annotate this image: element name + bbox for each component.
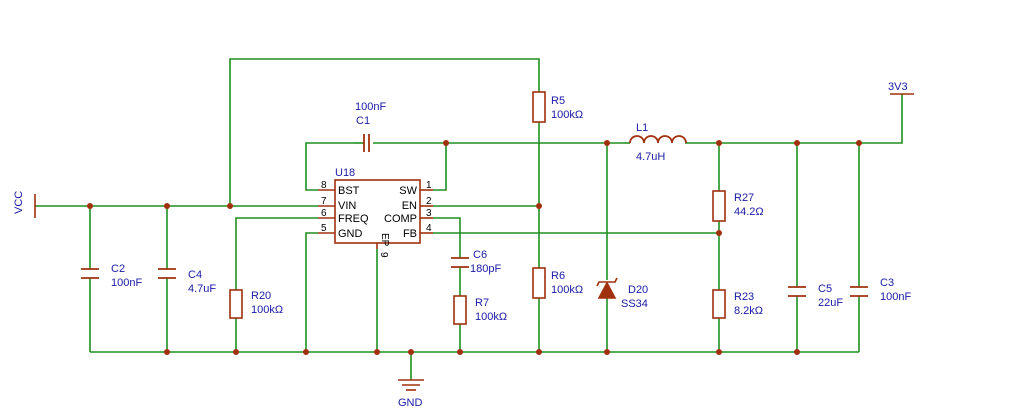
capacitor-c5[interactable] [788, 286, 806, 297]
capacitor-c1[interactable] [355, 134, 370, 152]
r20-value: 100kΩ [251, 304, 283, 316]
r5-ref: R5 [551, 95, 565, 107]
c5-value: 22uF [818, 297, 843, 309]
r23-ref: R23 [734, 291, 754, 303]
c3-value: 100nF [880, 291, 911, 303]
junctions [87, 140, 862, 355]
wires [35, 58, 903, 380]
pin-name-gnd: GND [338, 228, 363, 240]
wire-bst [305, 142, 355, 191]
junction [303, 349, 309, 355]
pin-number-7: 7 [321, 196, 327, 207]
ic-u18[interactable]: U18 8 7 6 5 BST VIN FREQ GND SW EN COMP … [318, 167, 433, 258]
l1-ref: L1 [636, 122, 648, 134]
junction [604, 349, 610, 355]
junction [227, 203, 233, 209]
pin-name-fb: FB [403, 228, 417, 240]
junction [164, 203, 170, 209]
c1-ref: C1 [356, 115, 370, 127]
r7-ref: R7 [475, 297, 489, 309]
pin-number-5: 5 [321, 223, 327, 234]
vcc-symbol: VCC [13, 191, 36, 218]
resistor-r7[interactable] [453, 295, 467, 325]
gnd-symbol [398, 379, 424, 391]
pin-name-vin: VIN [338, 200, 356, 212]
d20-value: SS34 [621, 298, 648, 310]
inductor-l1[interactable] [625, 135, 687, 144]
pin-number-3: 3 [426, 208, 432, 219]
junction [856, 140, 862, 146]
r27-value: 44.2Ω [734, 206, 764, 218]
wire-r5-loop [229, 58, 540, 206]
3v3-label: 3V3 [888, 81, 908, 93]
c1-value: 100nF [355, 101, 386, 113]
pin-name-ep: EP [379, 233, 390, 247]
r6-ref: R6 [551, 270, 565, 282]
c6-value: 180pF [470, 263, 501, 275]
junction [536, 203, 542, 209]
capacitor-c3[interactable] [850, 286, 868, 297]
c2-ref: C2 [111, 263, 125, 275]
capacitor-c4[interactable] [158, 268, 176, 279]
wire-sw [433, 143, 447, 191]
r5-value: 100kΩ [551, 109, 583, 121]
resistor-r23[interactable] [712, 289, 726, 319]
r6-value: 100kΩ [551, 284, 583, 296]
pin-name-sw: SW [399, 185, 417, 197]
junction [716, 349, 722, 355]
junction [443, 140, 449, 146]
junction [164, 349, 170, 355]
gnd-label: GND [398, 397, 423, 409]
junction [794, 349, 800, 355]
r20-ref: R20 [251, 290, 271, 302]
l1-value: 4.7uH [636, 151, 665, 163]
vcc-label: VCC [13, 191, 25, 214]
junction [716, 230, 722, 236]
wire-freq [235, 217, 318, 290]
resistor-r6[interactable] [532, 267, 546, 299]
r27-ref: R27 [734, 192, 754, 204]
c4-value: 4.7uF [188, 283, 216, 295]
pin-number-9: 9 [378, 252, 389, 258]
junction [536, 349, 542, 355]
resistor-r20[interactable] [229, 289, 243, 319]
capacitor-c6[interactable] [451, 257, 469, 268]
3v3-symbol: 3V3 [888, 81, 914, 95]
pin-name-comp: COMP [384, 213, 417, 225]
junction [716, 140, 722, 146]
capacitor-c2[interactable] [81, 268, 99, 279]
junction [233, 349, 239, 355]
c2-value: 100nF [111, 277, 142, 289]
pin-number-8: 8 [321, 180, 327, 191]
diode-d20[interactable] [596, 277, 618, 299]
wire-out-rail [685, 94, 903, 144]
junction [794, 140, 800, 146]
pin-name-freq: FREQ [338, 213, 369, 225]
pin-number-1: 1 [426, 180, 432, 191]
junction [457, 349, 463, 355]
ic-designator: U18 [335, 167, 355, 179]
pin-name-bst: BST [338, 185, 360, 197]
pin-number-2: 2 [426, 196, 432, 207]
pin-number-4: 4 [426, 223, 432, 234]
wire-comp [433, 217, 461, 258]
pin-name-en: EN [402, 200, 417, 212]
r23-value: 8.2kΩ [734, 305, 763, 317]
c5-ref: C5 [818, 283, 832, 295]
c4-ref: C4 [188, 269, 202, 281]
resistor-r27[interactable] [712, 190, 726, 222]
pin-number-6: 6 [321, 208, 327, 219]
junction [374, 349, 380, 355]
r7-value: 100kΩ [475, 311, 507, 323]
wire-gnd-pin [305, 232, 318, 352]
resistor-r5[interactable] [532, 91, 546, 123]
junction [87, 203, 93, 209]
c3-ref: C3 [880, 277, 894, 289]
c6-ref: C6 [473, 249, 487, 261]
junction [408, 349, 414, 355]
d20-ref: D20 [628, 284, 648, 296]
junction [604, 140, 610, 146]
